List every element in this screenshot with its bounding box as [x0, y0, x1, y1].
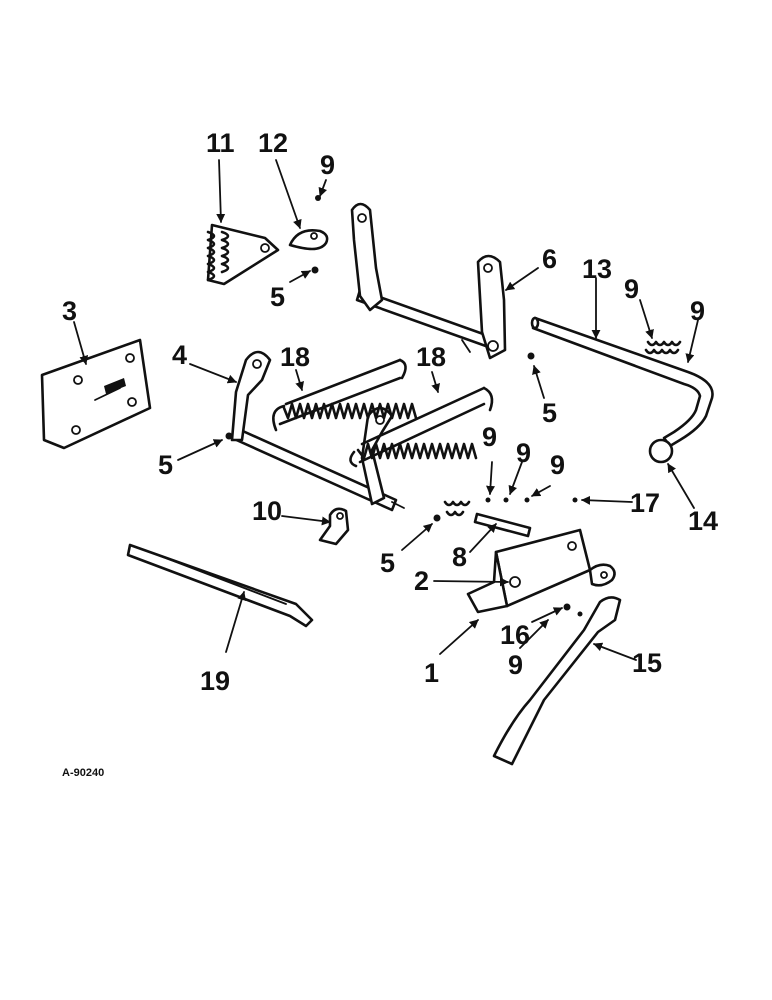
callout-7: 11	[206, 128, 235, 158]
bracket-part-1	[466, 528, 616, 614]
callout-4: 4	[172, 340, 187, 370]
callout-6: 6	[542, 244, 557, 274]
mounting-plate-part-3	[40, 338, 152, 450]
callout-10: 9	[624, 274, 639, 304]
spring-bracket-part-7	[206, 223, 280, 286]
callout-9-a: 9	[482, 422, 497, 452]
strap-part-19	[126, 543, 314, 628]
leader-lines	[73, 159, 699, 661]
lift-shaft-part-4	[230, 350, 405, 512]
callout-9-lever: 9	[508, 650, 523, 680]
pin-part-8	[473, 512, 532, 538]
callout-5-lower: 5	[380, 548, 395, 578]
lever-part-15	[492, 596, 622, 766]
callout-5-left: 5	[158, 450, 173, 480]
callout-3: 3	[62, 296, 77, 326]
callout-12: 13	[582, 254, 612, 284]
callout-9-b: 9	[516, 438, 531, 468]
callout-9-top: 9	[320, 150, 335, 180]
small-spring-part-10	[644, 340, 682, 355]
drawing-code: A-90240	[62, 767, 104, 779]
rod-part-12	[530, 316, 714, 448]
callout-11: 10	[252, 496, 282, 526]
knob-part-14	[648, 438, 674, 464]
callout-15: 15	[632, 648, 662, 678]
callout-14: 14	[688, 506, 718, 536]
callout-9-c: 9	[550, 450, 565, 480]
rock-shaft-part-6	[350, 202, 507, 360]
callout-19: 19	[200, 666, 230, 696]
springs-part-18	[272, 358, 494, 468]
callout-18-right: 18	[416, 342, 446, 372]
callout-9-rod: 9	[690, 296, 705, 326]
callout-1: 1	[424, 658, 439, 688]
small-hardware	[225, 195, 583, 617]
callout-18-left: 18	[280, 342, 310, 372]
callout-2: 2	[414, 566, 429, 596]
callout-16: 16	[500, 620, 530, 650]
callout-13: 12	[258, 128, 288, 158]
clip-part-11	[318, 507, 350, 546]
callout-8: 8	[452, 542, 467, 572]
callout-labels: 11 12 9 5 3 4 18 18 6 13 9 9 5 5 9 9 9 1…	[62, 128, 718, 779]
small-spring-part-near-8	[443, 500, 471, 517]
callout-5-upper-left: 5	[270, 282, 285, 312]
callout-17: 17	[630, 488, 660, 518]
clip-part-13	[288, 229, 329, 251]
callout-5-right: 5	[542, 398, 557, 428]
